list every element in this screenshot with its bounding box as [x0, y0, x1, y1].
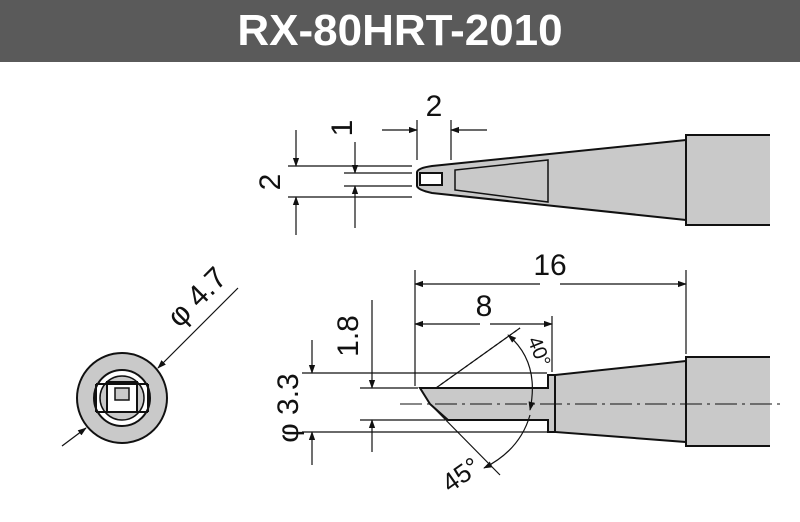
dim-total-length: 16: [533, 249, 566, 282]
side-taper: [554, 359, 687, 444]
top-view: [288, 120, 770, 235]
title-bar: RX-80HRT-2010: [0, 0, 800, 62]
top-taper: [416, 138, 687, 222]
top-shank: [685, 134, 770, 226]
dim-tip-thickness: 1.8: [332, 315, 365, 357]
dim-side-diameter: φ 3.3: [272, 373, 305, 443]
dim-tip-gap: 1: [326, 120, 359, 137]
dim-tip-length: 2: [426, 90, 443, 123]
top-tip-gap: [419, 172, 443, 186]
angle-lower: 45°: [436, 451, 485, 498]
angle-upper: 40°: [523, 334, 555, 370]
top-slot: [454, 159, 549, 203]
side-shank: [685, 356, 770, 447]
side-view: [302, 270, 780, 476]
dim-taper-length: 8: [476, 290, 493, 323]
end-view: [61, 287, 239, 447]
page-title: RX-80HRT-2010: [237, 6, 563, 55]
dim-tip-height: 2: [254, 174, 287, 191]
dim-end-diameter: φ 4.7: [161, 261, 233, 333]
